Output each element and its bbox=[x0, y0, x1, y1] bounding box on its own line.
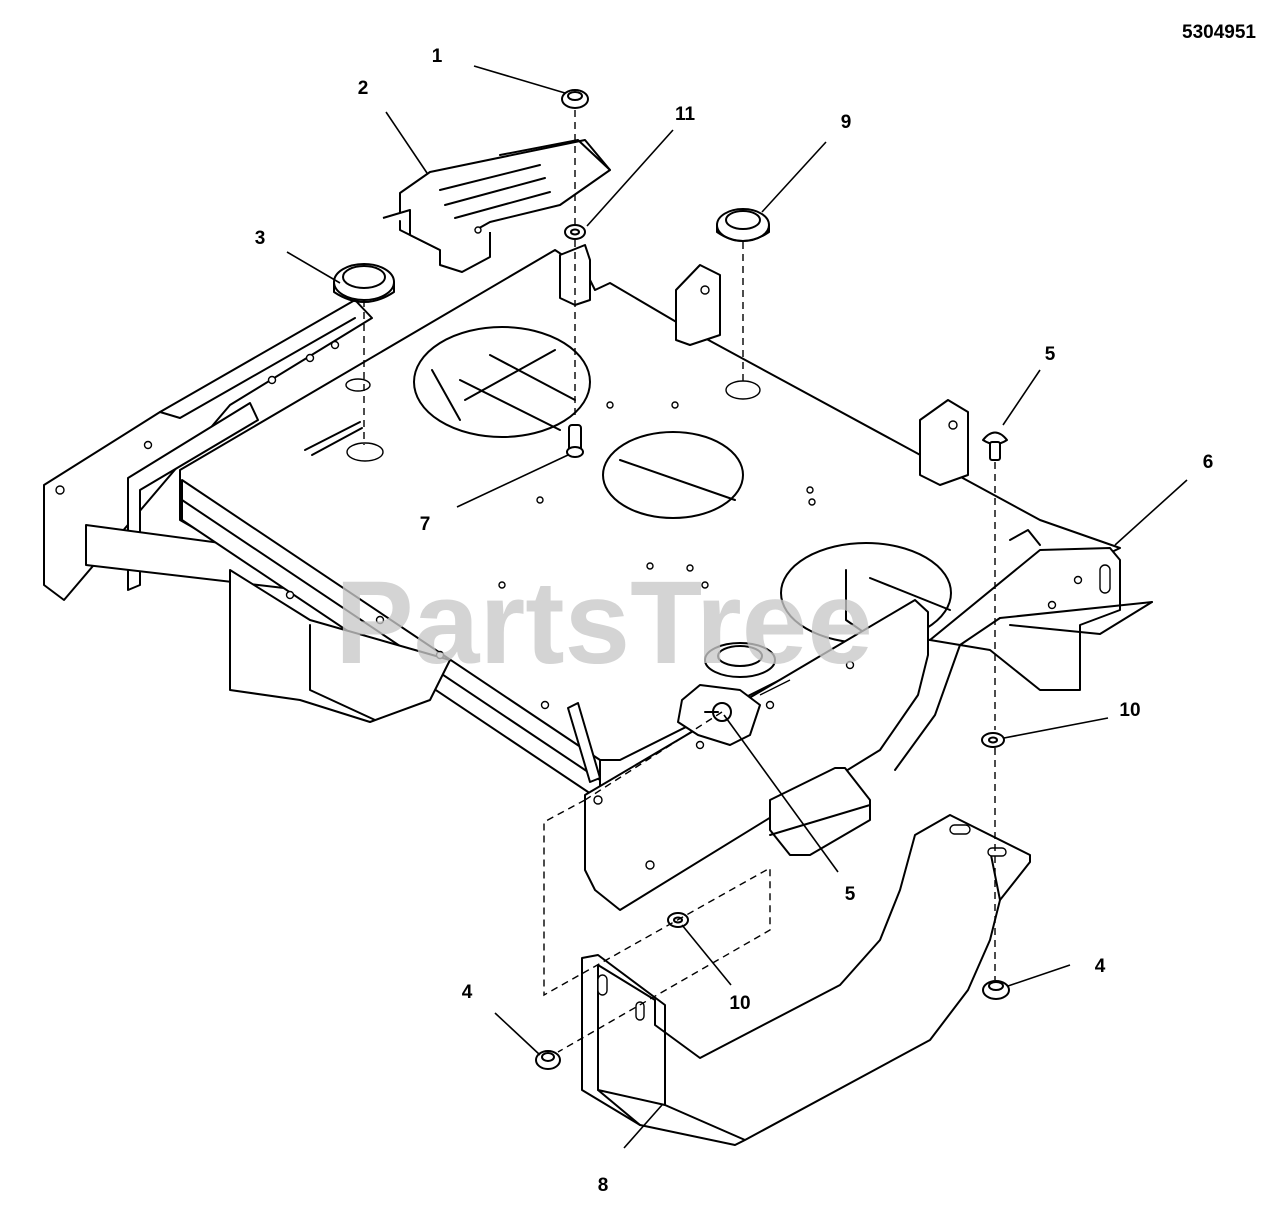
callout-4-right: 4 bbox=[1095, 956, 1106, 977]
callout-10-right: 10 bbox=[1119, 700, 1140, 721]
skid-bracket-8 bbox=[581, 814, 1031, 1146]
grommet-hole-left bbox=[346, 442, 384, 462]
grommet-9 bbox=[716, 208, 770, 242]
bolt-7 bbox=[566, 424, 584, 458]
callout-9: 9 bbox=[841, 112, 852, 133]
front-frame-plate bbox=[567, 599, 1001, 911]
callout-11: 11 bbox=[675, 104, 696, 125]
grommet-center bbox=[677, 642, 791, 746]
callout-5-bottom: 5 bbox=[845, 884, 856, 905]
right-side-rail bbox=[929, 529, 1153, 691]
grommet-hole-right bbox=[725, 380, 761, 400]
callout-5-top: 5 bbox=[1045, 344, 1056, 365]
main-deck-plate bbox=[179, 249, 1121, 801]
part-number: 5304951 bbox=[1182, 22, 1256, 43]
assembly-lines bbox=[363, 110, 996, 1053]
callout-7: 7 bbox=[420, 514, 431, 535]
callout-2: 2 bbox=[358, 78, 369, 99]
hardware-top bbox=[333, 89, 770, 458]
watermark: PartsTree bbox=[335, 557, 873, 689]
left-side-rail bbox=[43, 299, 373, 601]
deck-opening-center bbox=[602, 431, 744, 519]
leader-lines bbox=[286, 65, 1188, 1149]
callout-3: 3 bbox=[255, 228, 266, 249]
callout-4-left: 4 bbox=[462, 982, 473, 1003]
callout-1: 1 bbox=[432, 46, 443, 67]
callout-8: 8 bbox=[598, 1175, 609, 1196]
deck-opening-top bbox=[413, 326, 591, 438]
callout-10-left: 10 bbox=[729, 993, 750, 1014]
callout-6: 6 bbox=[1203, 452, 1214, 473]
callout-labels: 1 2 3 4 4 5 5 6 7 8 9 10 10 11 bbox=[255, 46, 1214, 1196]
grommet-3 bbox=[333, 263, 395, 303]
upright-brackets bbox=[559, 244, 969, 486]
